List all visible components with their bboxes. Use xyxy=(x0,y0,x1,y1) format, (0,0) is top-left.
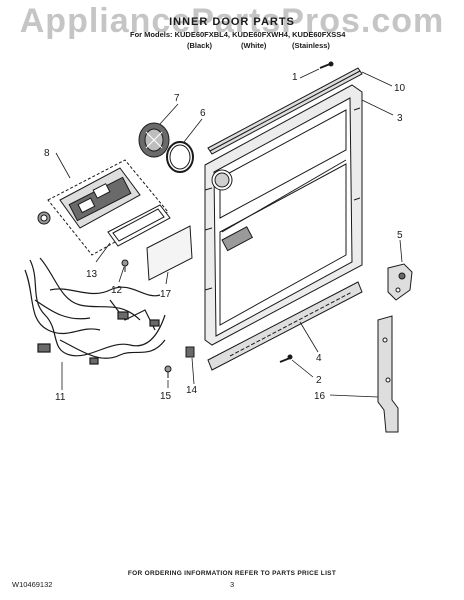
screw-bottom xyxy=(279,354,293,363)
callout-2: 2 xyxy=(316,375,322,386)
callout-4: 4 xyxy=(316,353,322,364)
vent-cover xyxy=(138,122,170,158)
variant-white: (White) xyxy=(241,41,267,50)
wire-harness xyxy=(24,257,166,365)
hinge-support xyxy=(377,315,399,433)
diagram-title: INNER DOOR PARTS xyxy=(169,16,295,28)
ordering-note: FOR ORDERING INFORMATION REFER TO PARTS … xyxy=(127,570,337,577)
document-number: W10469132 xyxy=(12,580,53,589)
callout-3: 3 xyxy=(397,113,403,124)
callout-10: 10 xyxy=(394,83,406,94)
callout-15: 15 xyxy=(160,391,172,402)
board-screw xyxy=(121,259,129,272)
model-list: For Models: KUDE60FXBL4, KUDE60FXWH4, KU… xyxy=(130,30,346,39)
top-trim-strip xyxy=(207,67,363,155)
inner-door-panel xyxy=(204,84,363,346)
variant-stainless: (Stainless) xyxy=(292,41,330,50)
callout-5: 5 xyxy=(397,230,403,241)
control-panel-assembly xyxy=(37,159,169,256)
hinge-bracket xyxy=(387,263,413,301)
callout-7: 7 xyxy=(174,93,180,104)
callout-1: 1 xyxy=(292,72,298,83)
callout-12: 12 xyxy=(111,285,123,296)
callout-14: 14 xyxy=(186,385,198,396)
screw-top xyxy=(319,61,334,69)
page-number: 3 xyxy=(230,580,235,589)
bottom-trim xyxy=(207,281,363,371)
door-clip xyxy=(185,346,195,358)
callout-numbers: 1 10 3 7 6 8 5 13 12 17 4 2 11 14 15 16 xyxy=(44,72,406,403)
variant-black: (Black) xyxy=(187,41,213,50)
callout-16: 16 xyxy=(314,391,326,402)
callout-13: 13 xyxy=(86,269,98,280)
leader-lines xyxy=(55,68,403,398)
callout-17: 17 xyxy=(160,289,172,300)
callout-11: 11 xyxy=(55,392,66,403)
callout-6: 6 xyxy=(200,108,206,119)
cover-plate xyxy=(146,225,193,281)
vent-gasket xyxy=(166,141,194,173)
callout-8: 8 xyxy=(44,148,50,159)
screw-lower-left xyxy=(164,365,172,378)
watermark: AppliancePartsPros.com xyxy=(19,2,445,40)
board-frame xyxy=(107,204,171,247)
